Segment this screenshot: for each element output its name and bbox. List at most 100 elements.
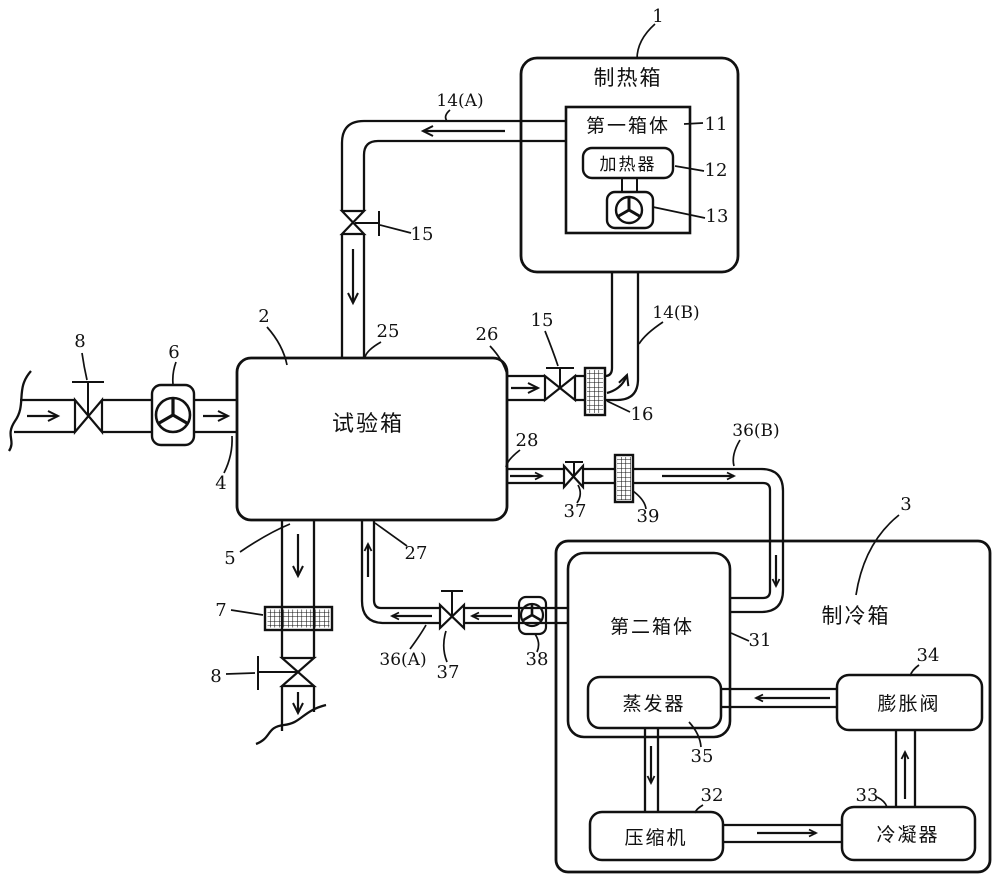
inline-heater-16-mesh xyxy=(587,370,603,413)
leader-8-inlet xyxy=(81,352,88,381)
leader-lines xyxy=(81,23,920,814)
ref-34: 34 xyxy=(917,645,940,666)
leader-32 xyxy=(694,804,704,814)
pipe-36a-27 xyxy=(360,520,568,625)
ref-8-outlet: 8 xyxy=(210,666,221,687)
evaporator-box xyxy=(586,675,723,730)
ref-2: 2 xyxy=(258,306,269,327)
leader-26 xyxy=(489,345,508,376)
ref-26: 26 xyxy=(476,324,499,345)
inline-heater-39-mesh xyxy=(617,457,631,500)
pipe-network xyxy=(7,119,917,844)
compressor-box xyxy=(588,810,725,862)
heater-fan-link xyxy=(621,178,638,192)
ref-8-inlet: 8 xyxy=(74,331,85,352)
leader-15-supply xyxy=(379,224,412,234)
leader-8-outlet xyxy=(225,672,256,675)
heater-fan-icon xyxy=(614,195,644,225)
outlet-exchanger-7-mesh xyxy=(267,609,330,628)
leader-13 xyxy=(652,206,706,219)
leader-38 xyxy=(534,633,540,653)
inlet-fan-blades-icon xyxy=(158,399,188,425)
second-chamber-box xyxy=(566,551,732,739)
evaporator-title: 蒸发器 xyxy=(622,693,685,715)
cold-return-fan-icon xyxy=(519,602,545,628)
ref-12: 12 xyxy=(705,160,728,181)
ref-31: 31 xyxy=(749,630,772,651)
pipe-inlet-4 xyxy=(14,398,237,434)
test-chamber-title: 试验箱 xyxy=(332,412,404,437)
first-chamber-title: 第一箱体 xyxy=(586,115,670,137)
ref-15-supply: 15 xyxy=(411,224,434,245)
ref-35: 35 xyxy=(691,746,714,767)
ref-11: 11 xyxy=(705,114,728,135)
cold-return-fan-blades-icon xyxy=(522,605,542,622)
valve-8-inlet-handle xyxy=(72,381,104,416)
flow-arrows xyxy=(27,125,910,838)
ref-1: 1 xyxy=(652,6,663,27)
test-chamber-box xyxy=(235,356,509,522)
valves xyxy=(72,209,585,690)
leader-35 xyxy=(688,721,702,748)
ref-37-supply: 37 xyxy=(564,501,587,522)
leader-31 xyxy=(730,632,750,642)
valve-8-outlet-handle xyxy=(257,656,298,690)
valve-15-supply-handle xyxy=(355,211,380,236)
ref-27: 27 xyxy=(405,543,428,564)
leader-37-return xyxy=(442,630,448,663)
ref-14b: 14(B) xyxy=(652,303,699,323)
heater-fan-box xyxy=(605,190,655,230)
leader-36a xyxy=(409,624,427,650)
ref-5: 5 xyxy=(224,548,235,569)
heating-box-title: 制热箱 xyxy=(594,66,663,90)
outlet-exchanger-7 xyxy=(263,605,334,632)
pipe-evaporator-expansion xyxy=(721,687,837,709)
condenser-box xyxy=(840,805,977,862)
heater-box xyxy=(581,146,675,180)
leader-15-return xyxy=(544,330,559,367)
cold-return-fan-box xyxy=(517,595,548,636)
leader-5 xyxy=(239,523,291,553)
leader-16 xyxy=(606,400,631,413)
condenser-title: 冷凝器 xyxy=(876,824,939,846)
expansion-valve-title: 膨胀阀 xyxy=(877,693,940,715)
leader-1 xyxy=(636,23,656,60)
valve-37-supply-handle xyxy=(565,461,583,476)
ref-33: 33 xyxy=(856,785,879,806)
leader-33 xyxy=(876,796,888,808)
ref-25: 25 xyxy=(377,321,400,342)
leader-28 xyxy=(505,449,521,468)
ref-32: 32 xyxy=(701,785,724,806)
valve-37-supply xyxy=(562,463,585,490)
pipe-14a-25 xyxy=(340,119,566,358)
ref-3: 3 xyxy=(900,494,911,515)
heater-fan-blades-icon xyxy=(617,198,641,218)
ref-36a: 36(A) xyxy=(379,650,426,670)
heater-title: 加热器 xyxy=(600,155,657,175)
leader-2 xyxy=(266,326,288,366)
first-chamber-box xyxy=(564,105,692,235)
break-symbol-inlet xyxy=(7,370,32,452)
inlet-fan-icon xyxy=(154,396,192,434)
flow-arrow-16-curve-up xyxy=(606,372,630,395)
inline-heater-16 xyxy=(583,366,607,417)
leader-11 xyxy=(683,122,704,125)
leader-6 xyxy=(171,361,177,385)
leader-37-supply xyxy=(576,484,582,504)
cooling-box-title: 制冷箱 xyxy=(822,604,891,628)
reference-numerals: 1 11 12 13 14(A) 15 2 25 26 15 16 14(B) … xyxy=(74,6,939,806)
heating-box xyxy=(519,56,740,274)
leader-36b xyxy=(732,439,741,467)
pipe-26-14b xyxy=(507,273,640,402)
break-symbol-outlet xyxy=(255,703,327,746)
leader-3 xyxy=(855,514,900,596)
component-titles: 制热箱 第一箱体 加热器 试验箱 制冷箱 第二箱体 蒸发器 膨胀阀 压缩机 冷凝… xyxy=(332,66,940,849)
inline-heater-39 xyxy=(613,453,635,504)
ref-14a: 14(A) xyxy=(436,91,483,111)
valve-37-return-handle xyxy=(441,590,463,616)
ref-38: 38 xyxy=(526,649,549,670)
ref-7: 7 xyxy=(215,600,226,621)
ref-36b: 36(B) xyxy=(732,421,779,441)
valve-15-return-handle xyxy=(546,367,574,388)
